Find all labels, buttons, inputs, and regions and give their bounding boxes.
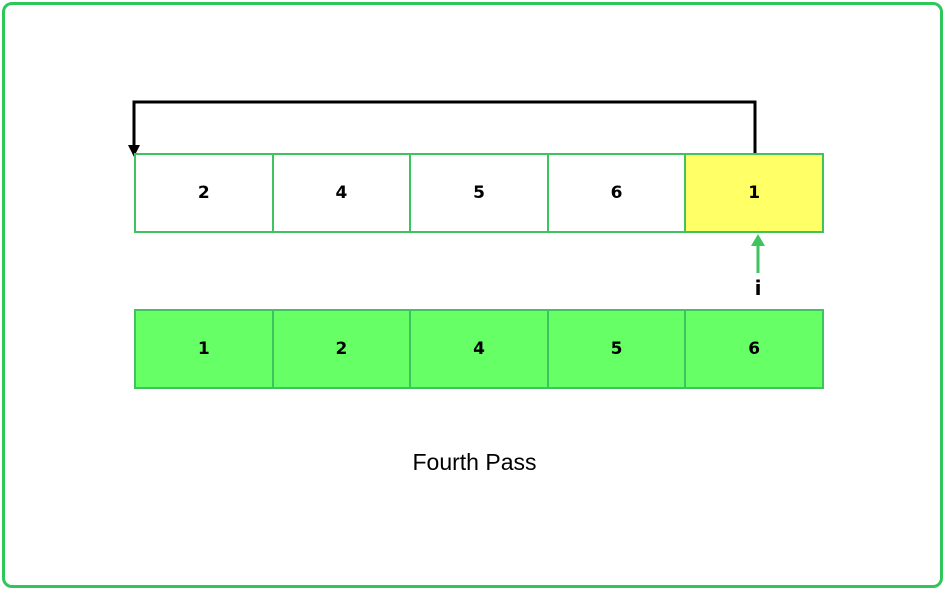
bottom-cell-3: 5 bbox=[546, 309, 687, 389]
move-arrow bbox=[132, 100, 757, 153]
pointer-label-i: i bbox=[754, 276, 762, 300]
top-cell-1: 4 bbox=[271, 153, 412, 233]
top-cell-4: 1 bbox=[684, 153, 824, 233]
bottom-array: 1 2 4 5 6 bbox=[134, 309, 824, 389]
bottom-cell-1: 2 bbox=[271, 309, 412, 389]
diagram-frame bbox=[2, 2, 943, 588]
pointer-arrow-head bbox=[751, 234, 765, 246]
top-cell-0: 2 bbox=[134, 153, 274, 233]
top-cell-3: 6 bbox=[546, 153, 687, 233]
bottom-cell-4: 6 bbox=[684, 309, 824, 389]
bottom-cell-2: 4 bbox=[409, 309, 549, 389]
top-array: 2 4 5 6 1 bbox=[134, 153, 824, 233]
top-cell-2: 5 bbox=[409, 153, 549, 233]
caption: Fourth Pass bbox=[412, 449, 537, 475]
bottom-cell-0: 1 bbox=[134, 309, 274, 389]
move-arrow-head bbox=[128, 145, 140, 157]
